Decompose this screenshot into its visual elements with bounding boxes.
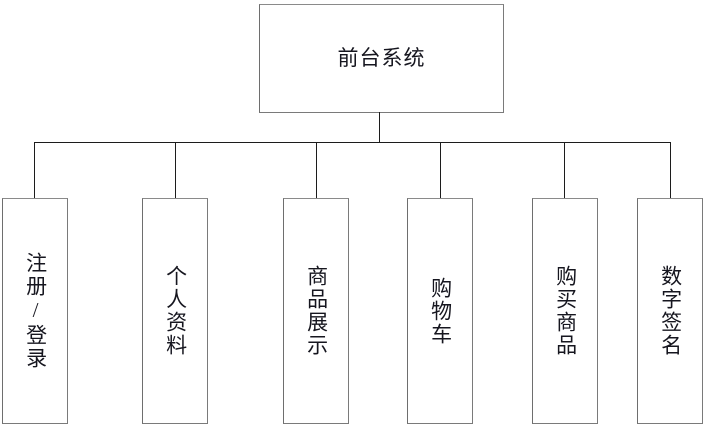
- connector-drop-6: [670, 142, 671, 199]
- connector-drop-1: [34, 142, 35, 199]
- connector-drop-4: [440, 142, 441, 199]
- node-child-label-1: 注册/登录: [23, 252, 48, 370]
- connector-drop-2: [175, 142, 176, 199]
- node-child-label-5: 购买商品: [553, 265, 578, 357]
- connector-drop-3: [316, 142, 317, 199]
- node-child-purchase-goods[interactable]: 购买商品: [532, 198, 598, 424]
- node-child-label-6: 数字签名: [658, 265, 683, 357]
- connector-horizontal-bus: [34, 142, 671, 143]
- node-root-label: 前台系统: [337, 46, 426, 71]
- node-child-label-3: 商品展示: [304, 265, 329, 357]
- node-child-label-2: 个人资料: [163, 265, 188, 357]
- connector-drop-5: [564, 142, 565, 199]
- node-child-register-login[interactable]: 注册/登录: [2, 198, 68, 424]
- node-root-front-end-system[interactable]: 前台系统: [259, 4, 504, 113]
- connector-root-trunk: [379, 112, 380, 143]
- node-child-label-4: 购物车: [428, 276, 453, 346]
- node-child-shopping-cart[interactable]: 购物车: [407, 198, 473, 424]
- node-child-product-display[interactable]: 商品展示: [283, 198, 349, 424]
- node-child-digital-signature[interactable]: 数字签名: [637, 198, 703, 424]
- node-child-personal-profile[interactable]: 个人资料: [142, 198, 208, 424]
